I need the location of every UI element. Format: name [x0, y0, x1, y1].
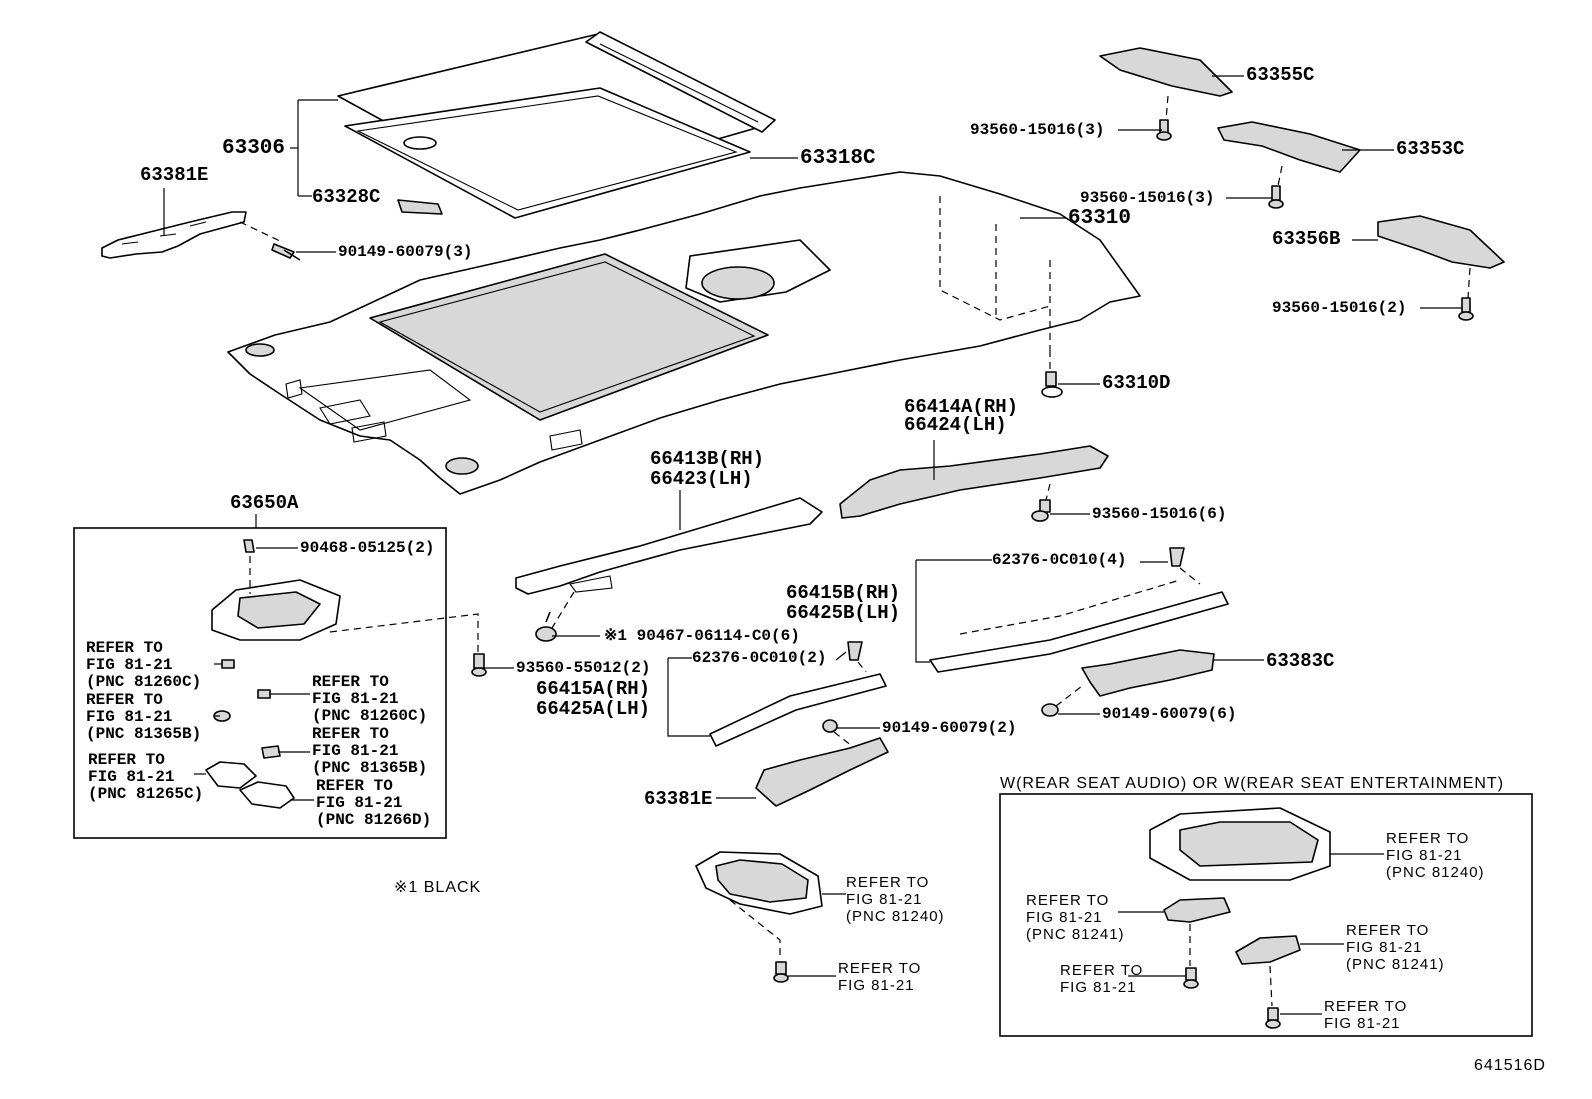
rail-66413b — [515, 497, 823, 595]
cover-63356b — [1377, 215, 1505, 269]
label-93560-e: 93560-55012(2) — [516, 659, 651, 677]
bracket-63383c — [1081, 649, 1215, 697]
figure-id: 641516D — [1474, 1057, 1546, 1074]
label-63310d: 63310D — [1102, 372, 1171, 394]
label-63355c: 63355C — [1246, 64, 1315, 86]
ref-81241-a: REFER TO FIG 81-21 (PNC 81241) — [1026, 892, 1125, 943]
screw-lamp — [773, 961, 789, 983]
clip-62376-a — [1169, 547, 1185, 567]
ref-81266d: REFER TO FIG 81-21 (PNC 81266D) — [316, 777, 432, 829]
label-62376-b: 62376-0C010(2) — [692, 649, 827, 667]
ref-rear-screw-a: REFER TO FIG 81-21 — [1060, 962, 1144, 996]
console-63650a — [211, 539, 341, 641]
rear-seat-box-title: W(REAR SEAT AUDIO) OR W(REAR SEAT ENTERT… — [1000, 775, 1505, 792]
ref-81365b-a: REFER TO FIG 81-21 (PNC 81365B) — [86, 691, 202, 743]
label-93560-a: 93560-15016(3) — [970, 121, 1105, 139]
label-90149-a: 90149-60079(3) — [338, 243, 473, 261]
leader-lines — [163, 75, 1462, 1015]
ref-81260c-a: REFER TO FIG 81-21 (PNC 81260C) — [86, 639, 202, 691]
rear-lamp-a — [1163, 897, 1231, 923]
label-93560-d: 93560-15016(6) — [1092, 505, 1227, 523]
label-62376-a: 62376-0C010(4) — [992, 551, 1127, 569]
label-90467: ※1 90467-06114-C0(6) — [604, 627, 800, 645]
label-63381e-bot: 63381E — [644, 788, 713, 810]
label-63381e-top: 63381E — [140, 164, 209, 186]
label-66415b: 66415B(RH) — [786, 582, 901, 604]
note-black: ※1 BLACK — [394, 879, 482, 896]
screw-rear-b — [1265, 1007, 1281, 1029]
headliner-panel — [227, 171, 1141, 495]
ref-center-screw: REFER TO FIG 81-21 — [838, 960, 922, 994]
label-66425a: 66425A(LH) — [536, 698, 651, 720]
rear-console — [1149, 807, 1331, 881]
label-63328c: 63328C — [312, 186, 381, 208]
ref-81265c: REFER TO FIG 81-21 (PNC 81265C) — [88, 751, 204, 803]
cover-63353c — [1217, 121, 1361, 173]
label-63310: 63310 — [1068, 207, 1132, 230]
cover-63355c — [1099, 47, 1233, 97]
screw-93560-d — [1031, 499, 1051, 522]
strip-66415b — [929, 579, 1229, 673]
label-63650a: 63650A — [230, 492, 299, 514]
ref-81365b-b: REFER TO FIG 81-21 (PNC 81365B) — [312, 725, 428, 777]
sunshade-panel — [337, 31, 776, 219]
label-63356b: 63356B — [1272, 228, 1341, 250]
clip-90467 — [535, 611, 557, 642]
screw-90149-b — [1041, 703, 1059, 717]
clip-62376-b — [847, 641, 863, 661]
label-66414a: 66414A(RH) — [904, 396, 1019, 418]
label-90149-c: 90149-60079(2) — [882, 719, 1017, 737]
screw-rear-a — [1183, 967, 1199, 989]
box-63650a — [73, 527, 447, 839]
ref-81240-center: REFER TO FIG 81-21 (PNC 81240) — [846, 874, 945, 925]
label-66413b: 66413B(RH) — [650, 448, 765, 470]
label-66415a: 66415A(RH) — [536, 678, 651, 700]
screw-90149-c — [822, 719, 838, 733]
screws-93560 — [1041, 119, 1474, 398]
label-63306: 63306 — [222, 137, 286, 160]
label-66424: 66424(LH) — [904, 414, 1007, 436]
label-90468: 90468-05125(2) — [300, 539, 435, 557]
ref-81260c-b: REFER TO FIG 81-21 (PNC 81260C) — [312, 673, 428, 725]
bracket-63381e-bot — [755, 737, 889, 807]
dome-lamp — [695, 851, 823, 915]
label-66425b: 66425B(LH) — [786, 602, 901, 624]
strip-66415a — [709, 673, 887, 747]
bracket-63381e-top — [101, 211, 247, 259]
label-63383c: 63383C — [1266, 650, 1335, 672]
label-63353c: 63353C — [1396, 138, 1465, 160]
ref-rear-screw-b: REFER TO FIG 81-21 — [1324, 998, 1408, 1032]
screw-90149-a — [271, 243, 301, 261]
rail-66414a — [839, 445, 1109, 519]
screw-93560-e — [471, 653, 487, 677]
lamp-parts — [205, 659, 295, 809]
label-90149-b: 90149-60079(6) — [1102, 705, 1237, 723]
ref-81241-b: REFER TO FIG 81-21 (PNC 81241) — [1346, 922, 1445, 973]
label-66423: 66423(LH) — [650, 468, 753, 490]
label-63318c: 63318C — [800, 147, 876, 170]
clip-63328c — [397, 199, 443, 215]
ref-81240-rear: REFER TO FIG 81-21 (PNC 81240) — [1386, 830, 1485, 881]
label-93560-b: 93560-15016(3) — [1080, 189, 1215, 207]
rear-lamp-b — [1235, 935, 1301, 965]
box-rear-seat — [999, 793, 1533, 1037]
label-93560-c: 93560-15016(2) — [1272, 299, 1407, 317]
